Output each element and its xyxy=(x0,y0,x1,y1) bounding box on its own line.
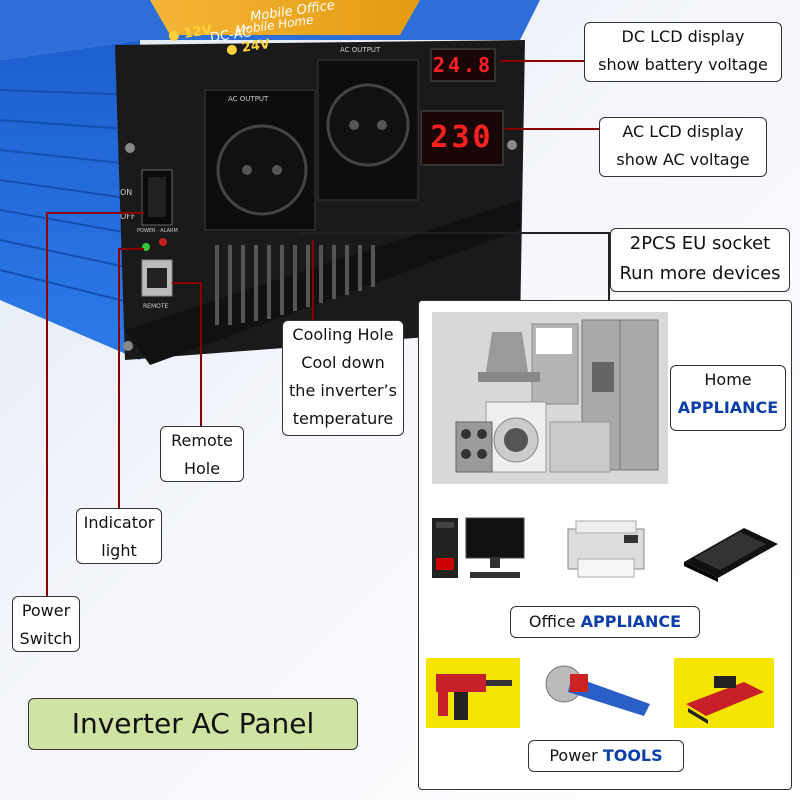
switch-off-label: OFF xyxy=(120,212,136,221)
callout-power-switch: Power Switch xyxy=(12,596,80,652)
callout-ac-lcd: AC LCD display show AC voltage xyxy=(599,117,767,177)
callout-remote: Remote Hole xyxy=(160,426,244,482)
callout-remote-line2: Hole xyxy=(183,459,221,478)
led-label: POWER · ALARM xyxy=(137,228,178,234)
callout-cooling-line3: the inverter’s xyxy=(289,381,397,400)
leader-indicator-v xyxy=(118,248,120,510)
leader-dc-lcd xyxy=(500,60,584,62)
callout-ac-lcd-line1: AC LCD display xyxy=(622,122,744,141)
leader-cooling xyxy=(312,240,314,322)
page-title: Inverter AC Panel xyxy=(28,698,358,750)
home-appliance-prefix: Home xyxy=(704,370,752,389)
leader-switch-v xyxy=(46,212,48,598)
callout-dc-lcd: DC LCD display show battery voltage xyxy=(584,22,782,82)
leader-remote-v xyxy=(200,282,202,428)
callout-indicator-line1: Indicator xyxy=(83,513,155,532)
callout-indicator: Indicator light xyxy=(76,508,162,564)
switch-on-label: ON xyxy=(120,188,133,197)
office-appliance-label: Office APPLIANCE xyxy=(510,606,700,638)
power-tools-highlight: TOOLS xyxy=(602,746,663,765)
leader-eu-socket-v xyxy=(608,232,610,300)
home-appliance-image xyxy=(432,312,668,484)
tool-belt-sander-image xyxy=(674,658,774,728)
callout-eu-socket-line2: Run more devices xyxy=(619,263,781,284)
callout-eu-socket: 2PCS EU socket Run more devices xyxy=(610,228,790,292)
ac-lcd-display: 230 xyxy=(420,110,504,166)
office-computer-image xyxy=(428,512,536,584)
ac-output-label-1: AC OUTPUT xyxy=(228,95,269,103)
callout-dc-lcd-line2: show battery voltage xyxy=(598,55,768,74)
leader-switch-h xyxy=(46,212,144,214)
leader-indicator-h xyxy=(118,248,144,250)
remote-port-label: REMOTE xyxy=(143,303,169,310)
callout-cooling: Cooling Hole Cool down the inverter’s te… xyxy=(282,320,404,436)
callout-power-switch-line2: Switch xyxy=(19,629,73,648)
tool-hammer-drill-image xyxy=(426,658,520,728)
leader-remote-h xyxy=(172,282,202,284)
office-scanner-image xyxy=(678,518,782,584)
callout-dc-lcd-line1: DC LCD display xyxy=(621,27,745,46)
callout-cooling-line1: Cooling Hole xyxy=(292,325,394,344)
home-appliance-highlight: APPLIANCE xyxy=(677,398,779,417)
tool-angle-grinder-image xyxy=(540,654,658,728)
power-tools-prefix: Power xyxy=(549,746,598,765)
leader-ac-lcd xyxy=(505,128,599,130)
power-tools-label: Power TOOLS xyxy=(528,740,684,772)
callout-remote-line1: Remote xyxy=(171,431,233,450)
callout-cooling-line2: Cool down xyxy=(301,353,385,372)
callout-cooling-line4: temperature xyxy=(292,409,394,428)
office-appliance-highlight: APPLIANCE xyxy=(580,612,682,631)
office-appliance-prefix: Office xyxy=(528,612,576,631)
callout-eu-socket-line1: 2PCS EU socket xyxy=(629,233,771,254)
ac-output-label-2: AC OUTPUT xyxy=(340,46,381,54)
callout-ac-lcd-line2: show AC voltage xyxy=(616,150,750,169)
office-printer-image xyxy=(554,515,658,583)
callout-power-switch-line1: Power xyxy=(21,601,71,620)
dc-lcd-display: 24.8 xyxy=(430,48,496,82)
leader-eu-socket-h xyxy=(300,232,610,234)
home-appliance-label: Home APPLIANCE xyxy=(670,365,786,431)
callout-indicator-line2: light xyxy=(101,541,137,560)
